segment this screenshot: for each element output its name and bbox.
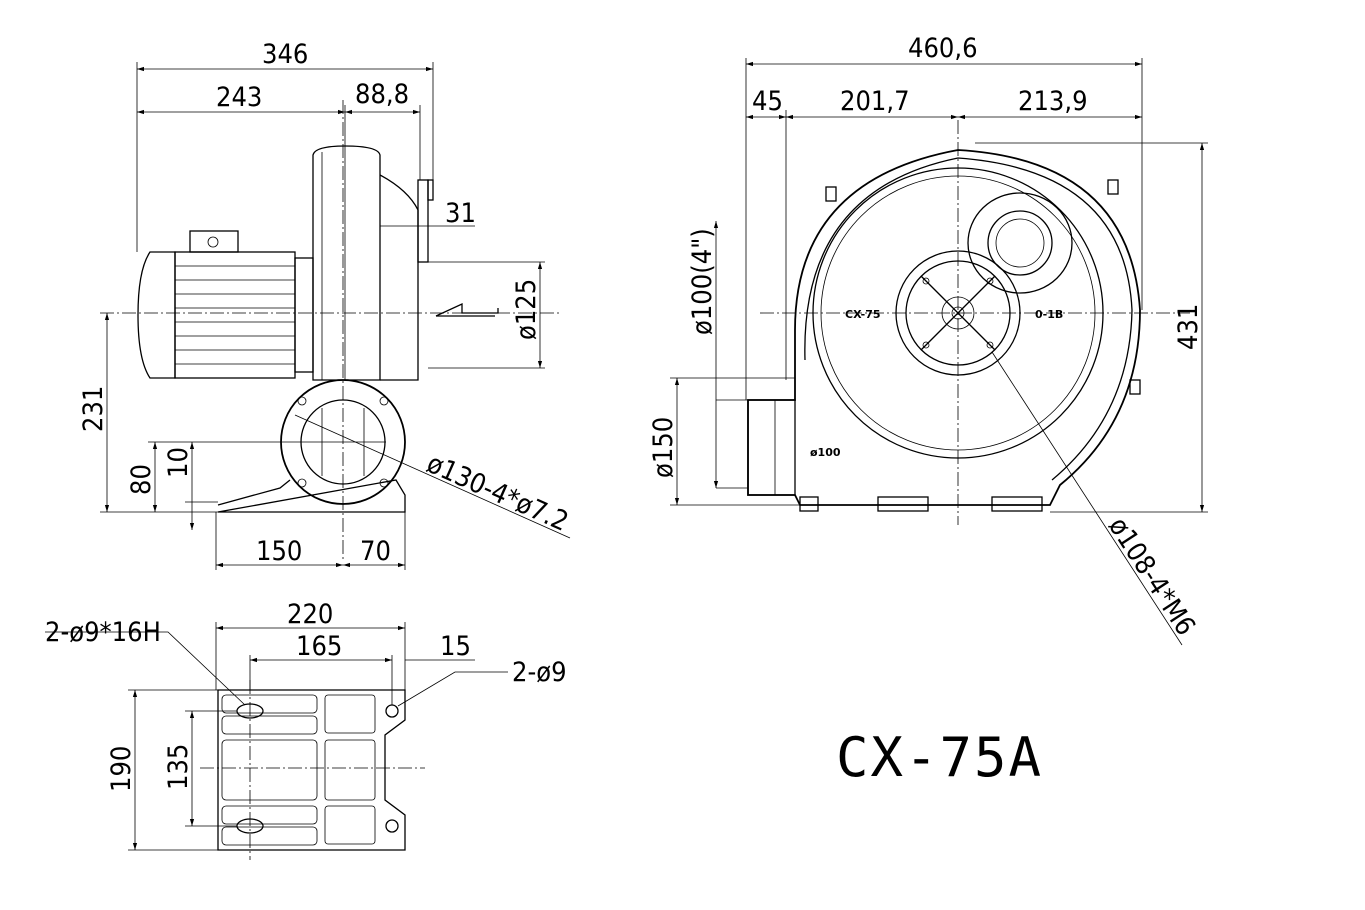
label-model: CX-75	[845, 308, 881, 321]
dim-10: 10	[163, 447, 194, 478]
dim-231: 231	[78, 386, 109, 432]
dim-outlet-height: ø150	[648, 417, 679, 478]
dim-213-9: 213,9	[1018, 86, 1088, 117]
hole-spec: 2-ø9	[512, 657, 567, 688]
dim-346: 346	[262, 39, 308, 70]
model-title: CX-75A	[836, 726, 1043, 789]
dim-150: 150	[256, 536, 302, 567]
base-view: 220 165 15 2-ø9*16H 2-ø9 190 135	[45, 599, 567, 860]
dim-31: 31	[445, 198, 476, 229]
dim-190: 190	[106, 746, 137, 792]
dim-165: 165	[296, 631, 342, 662]
dim-15: 15	[440, 631, 471, 662]
label-rating: 0-1B	[1035, 308, 1063, 321]
dim-220: 220	[287, 599, 333, 630]
dim-201-7: 201,7	[840, 86, 910, 117]
dim-45: 45	[752, 86, 783, 117]
label-outlet: ø100	[810, 446, 841, 459]
dim-243: 243	[216, 82, 262, 113]
front-view: CX-75 0-1B ø100 460,6 45 201,7 213,9 431…	[648, 33, 1208, 646]
dim-inlet-spec: ø130-4*ø7.2	[422, 448, 573, 538]
dim-bolt-circle: ø108-4*M6	[1102, 512, 1201, 641]
dim-431: 431	[1173, 304, 1204, 350]
dim-inlet-dia: ø100(4")	[687, 228, 718, 335]
dim-88-8: 88,8	[355, 79, 409, 110]
slot-spec: 2-ø9*16H	[45, 617, 161, 648]
dim-80: 80	[126, 464, 157, 495]
dim-d125: ø125	[511, 279, 542, 340]
side-view: 346 243 88,8 31 ø125 231 80 10 150 70	[78, 39, 573, 570]
dim-460-6: 460,6	[908, 33, 978, 64]
dim-135: 135	[163, 744, 194, 790]
dim-70: 70	[360, 536, 391, 567]
